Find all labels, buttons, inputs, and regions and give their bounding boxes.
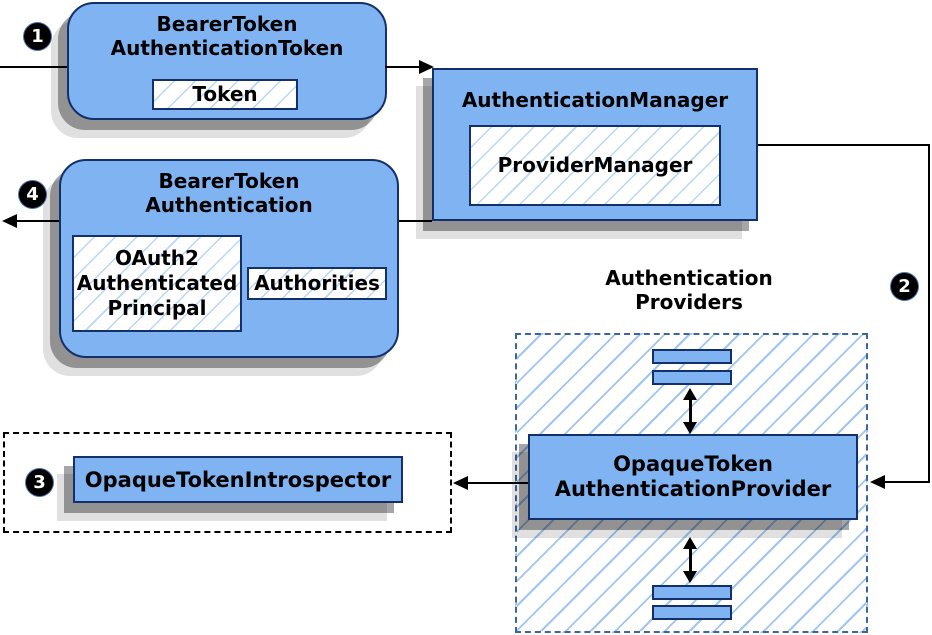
- step-2-number: 2: [898, 275, 911, 297]
- bidirectional-arrow-bottom-up-head: [683, 537, 697, 549]
- bidirectional-arrow-top-shaft: [689, 398, 692, 426]
- opaque-token-introspector-node: OpaqueTokenIntrospector: [73, 456, 403, 503]
- bidirectional-arrow-top-down-head: [683, 422, 697, 434]
- authorities-box: Authorities: [247, 267, 387, 300]
- principal-line-2: Authenticated: [76, 271, 238, 295]
- arrowhead-into-authentication-manager: [419, 60, 434, 74]
- authorities-label: Authorities: [254, 271, 380, 295]
- connector-provider-to-introspector: [467, 482, 528, 484]
- principal-line-1: OAuth2: [115, 246, 199, 270]
- bidirectional-arrow-bottom-down-head: [683, 571, 697, 583]
- bearer-token-authentication-token-node: BearerToken AuthenticationToken Token: [67, 2, 387, 120]
- connector-manager-to-authentication: [397, 220, 432, 222]
- provider-slot-bar: [652, 605, 732, 620]
- provider-slot-bar: [652, 585, 732, 600]
- bidirectional-arrow-top-up-head: [683, 388, 697, 400]
- token-label: Token: [192, 82, 258, 106]
- step-2-badge: 2: [891, 273, 918, 300]
- title-line-2: Authentication: [145, 193, 313, 217]
- bidirectional-arrow-bottom-shaft: [689, 547, 692, 573]
- step-3-badge: 3: [26, 469, 53, 496]
- opaque-token-authentication-provider-node: OpaqueToken AuthenticationProvider: [528, 434, 858, 520]
- title-line-2: AuthenticationProvider: [554, 477, 832, 501]
- authentication-manager-node: AuthenticationManager ProviderManager: [432, 68, 758, 221]
- connector-manager-to-provider-bottom: [884, 481, 930, 483]
- principal-line-3: Principal: [107, 296, 207, 320]
- provider-manager-box: ProviderManager: [469, 125, 721, 206]
- arrowhead-authentication-out: [2, 214, 17, 228]
- authentication-manager-title: AuthenticationManager: [434, 88, 756, 112]
- title-line-1: BearerToken: [156, 12, 298, 36]
- connector-token-to-manager: [385, 66, 419, 68]
- step-4-number: 4: [26, 183, 39, 205]
- authentication-providers-label: Authentication Providers: [549, 266, 829, 314]
- arrowhead-into-provider: [870, 475, 885, 489]
- step-1-badge: 1: [24, 23, 51, 50]
- step-4-badge: 4: [19, 181, 46, 208]
- provider-slot-bar: [652, 370, 732, 385]
- title-line-1: OpaqueToken: [613, 452, 773, 476]
- title-line-1: BearerToken: [158, 169, 300, 193]
- connector-manager-to-provider-top: [758, 144, 930, 146]
- oauth2-authenticated-principal-box: OAuth2 Authenticated Principal: [72, 235, 242, 332]
- bearer-token-authentication-token-title: BearerToken AuthenticationToken: [69, 12, 385, 60]
- provider-manager-label: ProviderManager: [497, 153, 693, 177]
- opaque-token-introspector-label: OpaqueTokenIntrospector: [84, 467, 392, 492]
- step-1-number: 1: [31, 25, 44, 47]
- step-3-number: 3: [33, 471, 46, 493]
- title-line: AuthenticationManager: [461, 88, 729, 112]
- label-line-1: Authentication: [605, 266, 773, 290]
- token-box: Token: [152, 79, 298, 110]
- title-line-2: AuthenticationToken: [110, 36, 344, 60]
- arrowhead-into-introspector: [453, 476, 468, 490]
- connector-request-in: [0, 66, 67, 68]
- bearer-token-authentication-title: BearerToken Authentication: [61, 169, 397, 217]
- provider-slot-bar: [652, 349, 732, 364]
- connector-authentication-out: [14, 220, 59, 222]
- label-line-2: Providers: [635, 290, 743, 314]
- connector-manager-to-provider-vertical: [928, 144, 930, 483]
- bearer-token-authentication-node: BearerToken Authentication OAuth2 Authen…: [59, 159, 399, 358]
